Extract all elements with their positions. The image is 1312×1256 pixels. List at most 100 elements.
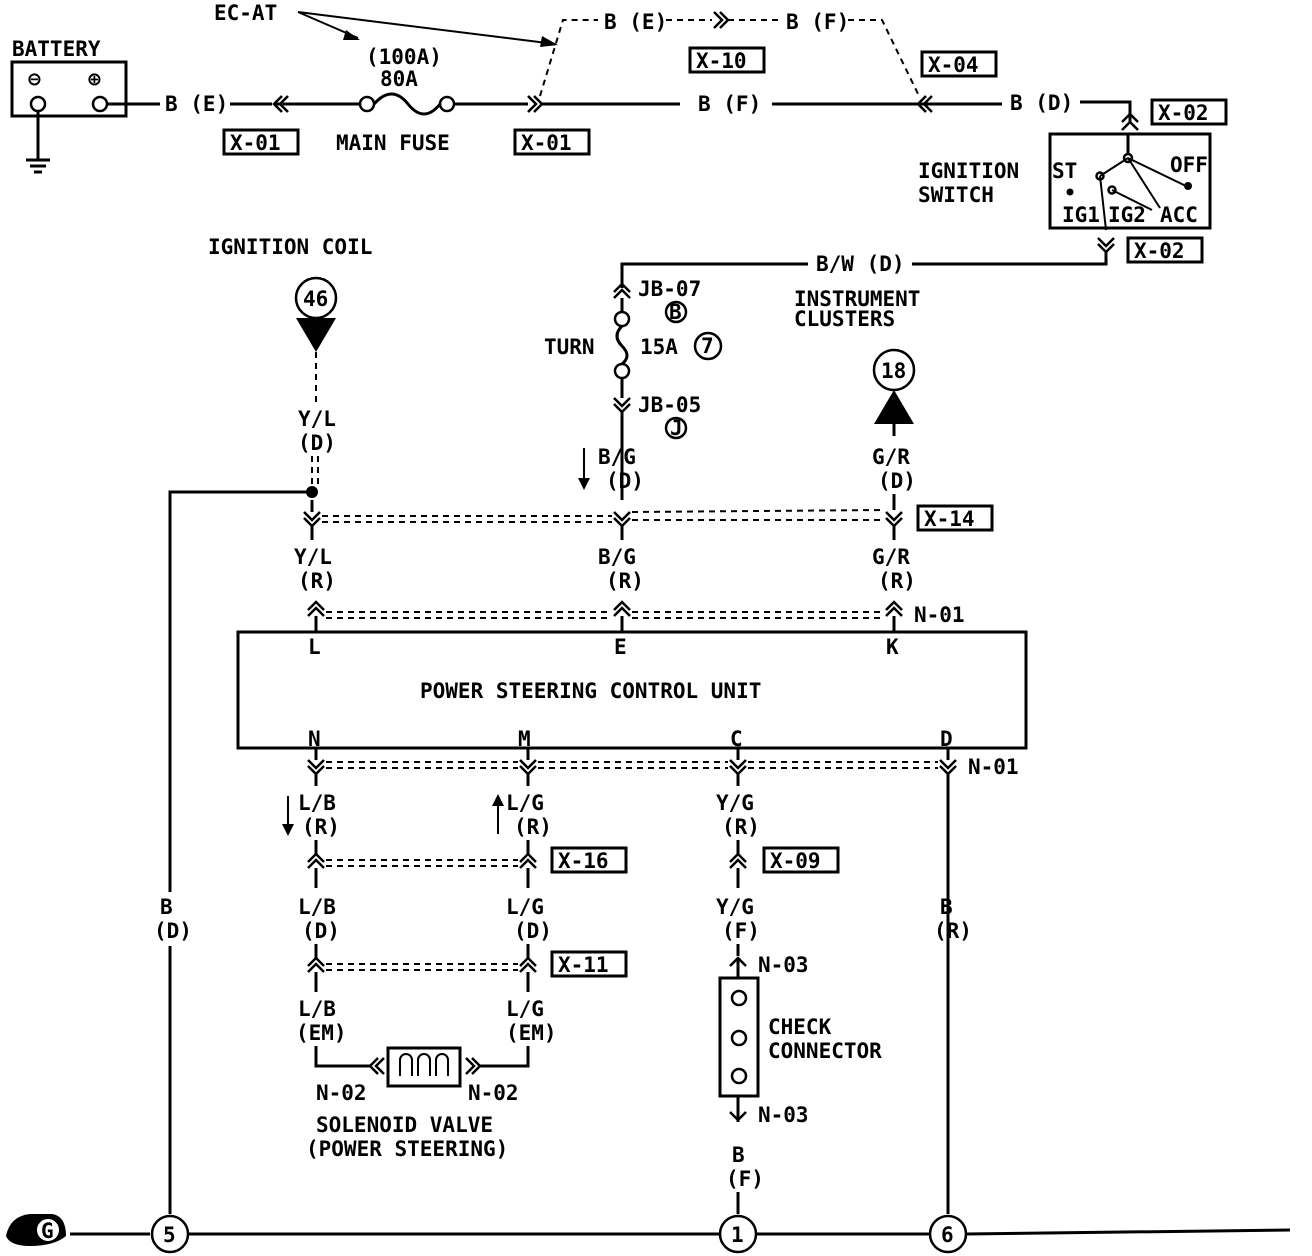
- x01-connector-right: X-01: [513, 128, 591, 156]
- current-down-arrow-icon: [578, 448, 590, 490]
- svg-text:(POWER STEERING): (POWER STEERING): [306, 1137, 508, 1161]
- svg-text:18: 18: [881, 359, 906, 383]
- pin-L: L: [308, 635, 321, 659]
- svg-text:X-01: X-01: [521, 131, 572, 155]
- solenoid-title: SOLENOID VALVE: [316, 1113, 493, 1137]
- n03-bottom-label: N-03: [758, 1103, 809, 1127]
- x11-connector: X-11: [550, 950, 628, 978]
- wire-label-bd: B (D): [1010, 91, 1073, 115]
- fuse-rating-alt: (100A): [366, 45, 442, 69]
- svg-text:(D): (D): [606, 469, 644, 493]
- svg-text:G: G: [41, 1219, 54, 1243]
- svg-text:L/G: L/G: [506, 895, 544, 919]
- chassis-ground-icon: G: [6, 1214, 66, 1246]
- jb07-label: JB-07: [638, 277, 701, 301]
- up-triangle-icon: [874, 390, 914, 424]
- svg-text:ACC: ACC: [1160, 203, 1198, 227]
- svg-text:X-16: X-16: [558, 849, 609, 873]
- svg-text:L/G: L/G: [506, 997, 544, 1021]
- svg-text:(D): (D): [302, 919, 340, 943]
- n01-bottom-label: N-01: [968, 755, 1019, 779]
- svg-text:(D): (D): [298, 431, 336, 455]
- x16-connector: X-16: [550, 846, 628, 874]
- svg-text:(EM): (EM): [506, 1021, 557, 1045]
- jb-j-marker: J: [664, 416, 688, 440]
- svg-text:(D): (D): [154, 919, 192, 943]
- svg-text:X-02: X-02: [1134, 239, 1185, 263]
- wire-label-bf: B (F): [698, 92, 761, 116]
- svg-text:(F): (F): [726, 1167, 764, 1191]
- svg-text:L/G: L/G: [506, 791, 544, 815]
- svg-text:(R): (R): [298, 569, 336, 593]
- n01-top-label: N-01: [914, 603, 965, 627]
- svg-text:G/R: G/R: [872, 445, 910, 469]
- svg-text:Y/G: Y/G: [716, 895, 754, 919]
- n02-right-label: N-02: [468, 1081, 519, 1105]
- ground-node-1: 1: [731, 1223, 744, 1247]
- svg-text:CLUSTERS: CLUSTERS: [794, 307, 895, 331]
- svg-text:B: B: [732, 1143, 745, 1167]
- svg-text:L/B: L/B: [298, 791, 336, 815]
- battery-minus-icon: ⊖: [28, 67, 41, 91]
- svg-text:B: B: [940, 895, 953, 919]
- pin-C: C: [730, 727, 743, 751]
- main-fuse: (100A) 80A MAIN FUSE: [336, 45, 456, 155]
- svg-text:X-11: X-11: [558, 953, 609, 977]
- svg-text:(R): (R): [934, 919, 972, 943]
- svg-text:B/G: B/G: [598, 445, 636, 469]
- svg-text:X-02: X-02: [1158, 101, 1209, 125]
- check-connector-title: CHECK: [768, 1015, 832, 1039]
- svg-text:(R): (R): [606, 569, 644, 593]
- svg-text:IG2: IG2: [1108, 203, 1146, 227]
- svg-text:CONNECTOR: CONNECTOR: [768, 1039, 882, 1063]
- svg-text:X-01: X-01: [230, 131, 281, 155]
- turn-fuse-label: TURN: [544, 335, 595, 359]
- fuse-rating: 80A: [380, 67, 418, 91]
- svg-text:G/R: G/R: [872, 545, 910, 569]
- svg-text:B: B: [669, 300, 682, 324]
- svg-text:X-09: X-09: [770, 849, 821, 873]
- svg-text:(R): (R): [878, 569, 916, 593]
- svg-text:B: B: [160, 895, 173, 919]
- battery-label: BATTERY: [12, 37, 101, 61]
- x04-connector: X-04: [920, 50, 998, 78]
- pin-N: N: [308, 727, 321, 751]
- svg-text:(R): (R): [302, 815, 340, 839]
- svg-text:IG1: IG1: [1062, 203, 1100, 227]
- jb-b-marker: J B: [664, 300, 688, 324]
- ground-icon: [26, 158, 50, 174]
- ground-node-6: 6: [941, 1223, 954, 1247]
- svg-text:(D): (D): [878, 469, 916, 493]
- svg-text:46: 46: [303, 287, 328, 311]
- power-steering-control-unit: L E K POWER STEERING CONTROL UNIT N M C …: [236, 630, 1028, 751]
- svg-text:(F): (F): [722, 919, 760, 943]
- battery-plus-icon: ⊕: [88, 67, 101, 91]
- current-up-arrow-icon: [492, 794, 504, 834]
- x01-connector-left: X-01: [222, 128, 300, 156]
- instrument-clusters-label: INSTRUMENT: [794, 287, 920, 311]
- svg-text:(EM): (EM): [296, 1021, 347, 1045]
- ground-bus: G 5 1 6: [6, 1214, 1291, 1254]
- svg-text:J: J: [670, 416, 683, 440]
- ref-18-marker: 18: [872, 348, 916, 392]
- wire-label-bw: B/W (D): [816, 252, 905, 276]
- pin-D: D: [940, 727, 953, 751]
- fuse-number-marker: 7: [693, 331, 723, 361]
- check-connector: N-03 CHECK CONNECTOR N-03 B (F): [718, 944, 882, 1214]
- jb05-label: JB-05: [638, 393, 701, 417]
- pin-M: M: [518, 727, 531, 751]
- x02-connector-bottom: X-02: [1126, 236, 1204, 264]
- svg-text:X-10: X-10: [696, 49, 747, 73]
- pin-E: E: [614, 635, 627, 659]
- svg-text:(R): (R): [514, 815, 552, 839]
- n03-top-label: N-03: [758, 953, 809, 977]
- x09-connector: X-09: [762, 846, 840, 874]
- current-down-arrow-icon: [282, 796, 294, 836]
- down-triangle-icon: [296, 318, 336, 352]
- ignition-switch: IGNITION SWITCH ST OFF IG1 IG2 ACC: [918, 132, 1212, 231]
- solenoid-valve: N-02 N-02 SOLENOID VALVE (POWER STEERING…: [306, 1046, 530, 1161]
- svg-text:Y/L: Y/L: [298, 407, 336, 431]
- ec-at-label: EC-AT: [214, 1, 277, 25]
